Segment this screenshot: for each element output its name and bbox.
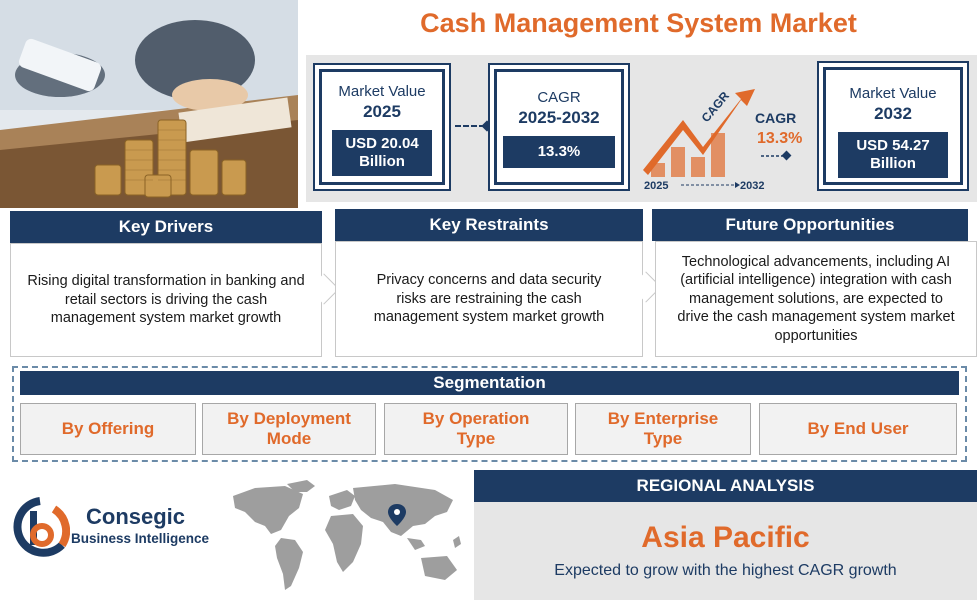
metric-value: USD 54.27 Billion	[838, 132, 948, 178]
regional-analysis-panel	[474, 502, 977, 600]
metric-year: 2025	[363, 102, 401, 121]
segmentation-header: Segmentation	[20, 371, 959, 395]
cagr-card: CAGR 2025-2032 13.3%	[488, 63, 630, 191]
market-value-2032-card: Market Value 2032 USD 54.27 Billion	[817, 61, 969, 191]
region-name: Asia Pacific	[641, 521, 810, 554]
connector-arrow	[455, 125, 485, 127]
consegic-logo-icon	[13, 497, 70, 557]
segment-by-operation-type: By Operation Type	[384, 403, 568, 455]
brand-subtitle: Business Intelligence	[71, 531, 210, 546]
brand-name: Consegic	[86, 504, 186, 529]
page-title: Cash Management System Market	[420, 8, 857, 38]
key-drivers-text: Rising digital transformation in banking…	[10, 243, 322, 357]
key-restraints-header: Key Restraints	[335, 209, 643, 241]
metric-year: 2025-2032	[518, 108, 600, 127]
world-map-icon	[233, 480, 461, 590]
segment-by-deployment-mode: By Deployment Mode	[202, 403, 376, 455]
region-description: Expected to grow with the highest CAGR g…	[554, 562, 897, 579]
coin-stack-photo	[0, 0, 298, 208]
cagr-side-value: 13.3%	[757, 130, 803, 147]
growth-arrow-icon: CAGR	[643, 89, 792, 188]
metric-label: CAGR	[537, 89, 581, 106]
metric-value: 13.3%	[503, 136, 615, 168]
metric-year: 2032	[874, 104, 912, 123]
cagr-side-label: CAGR	[755, 110, 797, 126]
future-opportunities-header: Future Opportunities	[652, 209, 968, 241]
location-pin-icon	[388, 504, 406, 526]
metric-value: USD 20.04 Billion	[332, 130, 432, 176]
market-value-2025-card: Market Value 2025 USD 20.04 Billion	[313, 63, 451, 191]
future-opportunities-text: Technological advancements, including AI…	[655, 241, 977, 357]
metric-label: Market Value	[849, 85, 937, 102]
segment-by-offering: By Offering	[20, 403, 196, 455]
year-start-label: 2025	[644, 180, 669, 192]
segment-by-enterprise-type: By Enterprise Type	[575, 403, 751, 455]
segmentation-frame	[12, 366, 967, 462]
key-restraints-text: Privacy concerns and data security risks…	[335, 241, 643, 357]
year-end-label: 2032	[740, 180, 765, 192]
segment-by-end-user: By End User	[759, 403, 957, 455]
key-drivers-header: Key Drivers	[10, 211, 322, 243]
regional-analysis-header: REGIONAL ANALYSIS	[474, 470, 977, 502]
metric-label: Market Value	[338, 83, 426, 100]
